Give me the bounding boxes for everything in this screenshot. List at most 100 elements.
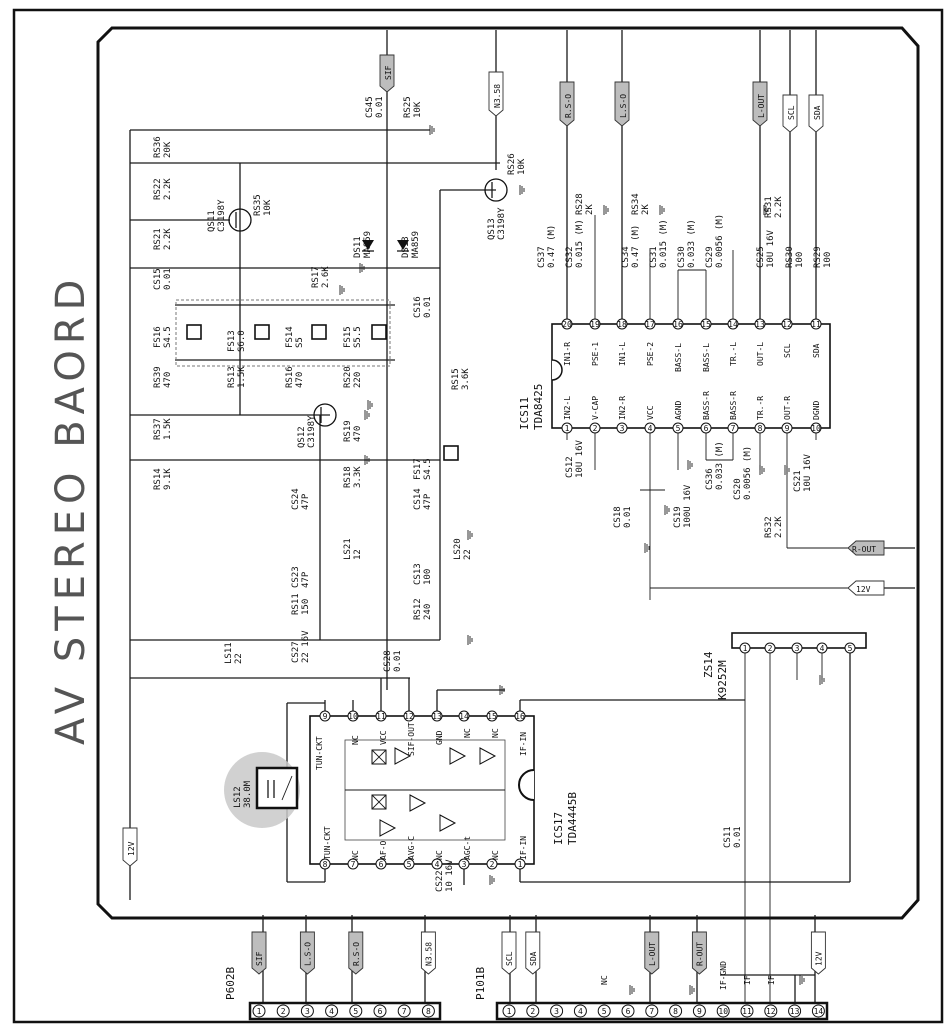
net-tag-scl-label: SCL bbox=[787, 105, 796, 120]
component-value: 470 bbox=[163, 372, 173, 388]
ics17-pin-nc-2: NC bbox=[491, 850, 500, 860]
ics11-pin-number-top: 12 bbox=[782, 320, 792, 329]
connector-pin-number: 4 bbox=[329, 1007, 334, 1016]
component-value: 0.01 bbox=[375, 96, 385, 118]
net-tag-lso: L.S-O bbox=[614, 81, 630, 127]
harness-tag-label: R-OUT bbox=[695, 942, 704, 966]
connector-pin-number: 7 bbox=[649, 1007, 654, 1016]
component-value: 150 bbox=[301, 599, 311, 615]
component-value: 0.015 (M) bbox=[575, 219, 585, 268]
connector-pin-number: 4 bbox=[578, 1007, 583, 1016]
ics17-pin-nc-7: NC bbox=[351, 850, 360, 860]
component-value: 47P bbox=[301, 493, 311, 510]
component-ref: CS30 bbox=[677, 246, 687, 268]
ics17-pin-tunckt-top: TUN-CKT bbox=[315, 736, 324, 770]
diode-ds11 bbox=[362, 240, 374, 252]
component-value: 2.2K bbox=[163, 178, 173, 200]
ics17-pin-nc-15: NC bbox=[491, 728, 500, 738]
component-value: 22 bbox=[234, 653, 244, 664]
component-value: 22 bbox=[463, 549, 473, 560]
ics11-pin-trr: TR.-R bbox=[756, 396, 765, 420]
harness-tag-label: SDA bbox=[529, 951, 538, 966]
ics17-internal bbox=[344, 739, 506, 841]
zs14-pin-number: 1 bbox=[743, 644, 748, 653]
component-ref: CS20 bbox=[733, 478, 743, 500]
component-ref: CS16 bbox=[413, 296, 423, 318]
component-value: 100U 16V bbox=[683, 484, 693, 528]
ics11-pin-in2l: IN2-L bbox=[563, 396, 572, 420]
transistor-qs11 bbox=[228, 208, 252, 232]
ics11-top-pins bbox=[561, 318, 822, 330]
ics11-pin-number-top: 16 bbox=[673, 320, 683, 329]
ics11-pin-dgnd: DGND bbox=[812, 401, 821, 420]
component-ref: RS19 bbox=[343, 420, 353, 442]
connector-pin-number: 8 bbox=[426, 1007, 431, 1016]
component-value: 1.5K bbox=[163, 418, 173, 440]
ics17-pin-number-top: 12 bbox=[404, 712, 414, 721]
component-value: 0.01 bbox=[393, 650, 403, 672]
ics11-pin-number-bottom: 6 bbox=[704, 424, 709, 433]
component-value: C3198Y bbox=[307, 415, 317, 448]
component-value: 47P bbox=[301, 571, 311, 588]
component-value: 3.3K bbox=[353, 466, 363, 488]
component-ref: LS21 bbox=[343, 538, 353, 560]
component-ref: RS18 bbox=[343, 466, 353, 488]
component-value: 470 bbox=[353, 426, 363, 442]
harness-tag-label: SIF bbox=[255, 951, 264, 966]
component-ref: RS12 bbox=[413, 598, 423, 620]
component-ref: RS14 bbox=[153, 468, 163, 490]
net-tag-12v-right: 12V bbox=[847, 580, 885, 596]
harness-tag-label: L.S-O bbox=[303, 942, 312, 966]
ics17-pin-ifin-top: IF-IN bbox=[519, 732, 528, 756]
harness-tag-label: SCL bbox=[505, 951, 514, 966]
component-ref: LS20 bbox=[453, 538, 463, 560]
component-ref: RS17 bbox=[311, 266, 321, 288]
component-value: 3.6K bbox=[461, 368, 471, 390]
net-tag-12v-left: 12V bbox=[122, 827, 138, 867]
component-ref: RS16 bbox=[285, 366, 295, 388]
ics11-pin-bassr-b: BASS-R bbox=[729, 391, 738, 420]
ics17-pin-avgc: AVG-C bbox=[407, 836, 416, 860]
component-ref: RS30 bbox=[785, 246, 795, 268]
ics11-pin-number-bottom: 5 bbox=[676, 424, 681, 433]
component-value: 0.0056 (M) bbox=[715, 214, 725, 268]
coil-ls12: LS12 38.0M bbox=[224, 752, 300, 828]
component-ref: FS17 bbox=[413, 458, 423, 480]
component-ref: QS11 bbox=[207, 210, 217, 232]
ics11-pin-number-bottom: 10 bbox=[811, 424, 821, 433]
ics17-pin-number-bottom: 7 bbox=[351, 860, 356, 869]
connector-pin-number: 11 bbox=[742, 1007, 752, 1016]
component-ref: FS15 bbox=[343, 326, 353, 348]
component-value: 220 bbox=[353, 372, 363, 388]
component-value: 2.2K bbox=[163, 228, 173, 250]
component-value: 0.01 bbox=[733, 826, 743, 848]
ics17-pin-number-bottom: 8 bbox=[323, 860, 328, 869]
component-value: 2.6K bbox=[321, 266, 331, 288]
ics17-pin-ifin-bottom: IF-IN bbox=[519, 836, 528, 860]
ls12-value: 38.0M bbox=[243, 780, 253, 808]
component-value: S4.5 bbox=[423, 458, 433, 480]
component-value: 470 bbox=[295, 372, 305, 388]
component-value: 0.033 (M) bbox=[715, 441, 725, 490]
ground-symbols bbox=[339, 125, 825, 995]
filter-shield bbox=[175, 299, 391, 367]
component-ref: DS13 bbox=[401, 236, 411, 258]
ics11-part: TDA8425 bbox=[532, 384, 545, 430]
ics17-pin-number-bottom: 1 bbox=[518, 860, 523, 869]
component-value: 100 bbox=[423, 569, 433, 585]
ics17-pin-tunckt-bottom: TUN-CKT bbox=[323, 826, 332, 860]
net-tag-lout: L-OUT bbox=[752, 81, 768, 127]
component-ref: FS14 bbox=[285, 326, 295, 348]
ics17-ref: ICS17 bbox=[552, 812, 565, 845]
ics11-pin-number-bottom: 4 bbox=[648, 424, 653, 433]
component-value: 2.2K bbox=[774, 196, 784, 218]
ics17-pin-number-bottom: 4 bbox=[435, 860, 440, 869]
ics17-pin-number-top: 13 bbox=[432, 712, 442, 721]
component-value: S5 bbox=[295, 337, 305, 348]
component-ref: CS25 bbox=[756, 246, 766, 268]
net-tag-lso-label: L.S-O bbox=[619, 94, 628, 118]
ics11-pin-outl: OUT-L bbox=[756, 342, 765, 366]
